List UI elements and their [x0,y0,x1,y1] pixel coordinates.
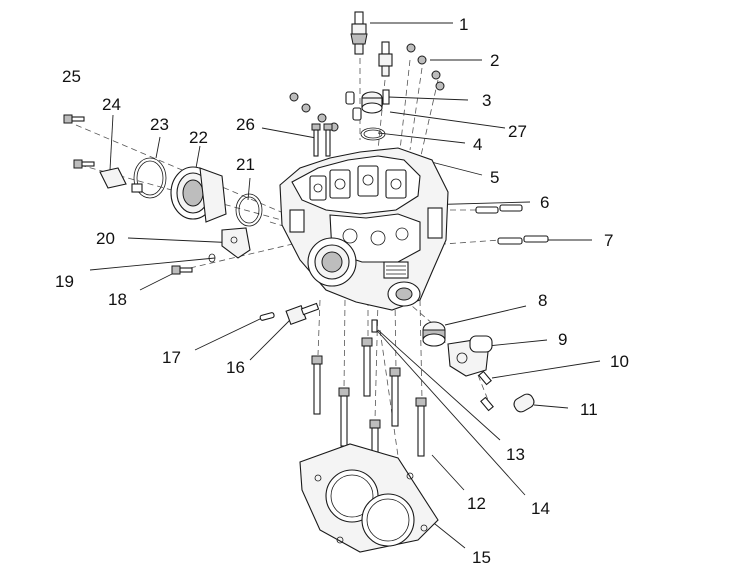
callout-4: 4 [473,135,482,154]
callout-6: 6 [540,193,549,212]
callout-3: 3 [482,91,491,110]
callout-18: 18 [108,290,127,309]
leader-lines [89,22,601,549]
callout-5: 5 [490,168,499,187]
callout-17: 17 [162,348,181,367]
callout-19: 19 [55,272,74,291]
assembly-guide-lines [75,58,501,471]
callout-1: 1 [459,15,468,34]
callout-14: 14 [531,499,550,518]
bracket [221,227,251,259]
callout-2: 2 [490,51,499,70]
callout-16: 16 [226,358,245,377]
temperature-sensor [259,302,320,326]
mount-bracket [63,114,127,189]
callout-9: 9 [558,330,567,349]
callout-27: 27 [508,122,527,141]
callout-8: 8 [538,291,547,310]
callout-15: 15 [472,548,491,567]
callout-25: 25 [62,67,81,86]
head-gasket [299,443,439,553]
callout-23: 23 [150,115,169,134]
boss-and-oring [360,91,386,141]
callout-labels: 1 2 3 4 5 6 7 8 9 10 11 12 13 14 15 16 1… [55,15,629,567]
callout-20: 20 [96,229,115,248]
callout-22: 22 [189,128,208,147]
intake-oring [235,193,263,227]
callout-24: 24 [102,95,121,114]
callout-10: 10 [610,352,629,371]
callout-13: 13 [506,445,525,464]
dowel-pins [475,204,549,245]
hose-clamp [131,157,167,199]
callout-11: 11 [580,400,598,419]
callout-12: 12 [467,494,486,513]
callout-26: 26 [236,115,255,134]
callout-7: 7 [604,231,613,250]
spark-plug [350,11,368,55]
cam-cover-bolts [311,123,333,157]
callout-21: 21 [236,155,255,174]
water-outlet [447,335,493,377]
cylinder-head [279,147,449,311]
thermostat [422,321,446,347]
intake-manifold [170,166,227,223]
bracket-bolt-washer [171,253,216,275]
outlet-bolts-cap [478,370,535,413]
valve-spring-parts [289,41,445,132]
